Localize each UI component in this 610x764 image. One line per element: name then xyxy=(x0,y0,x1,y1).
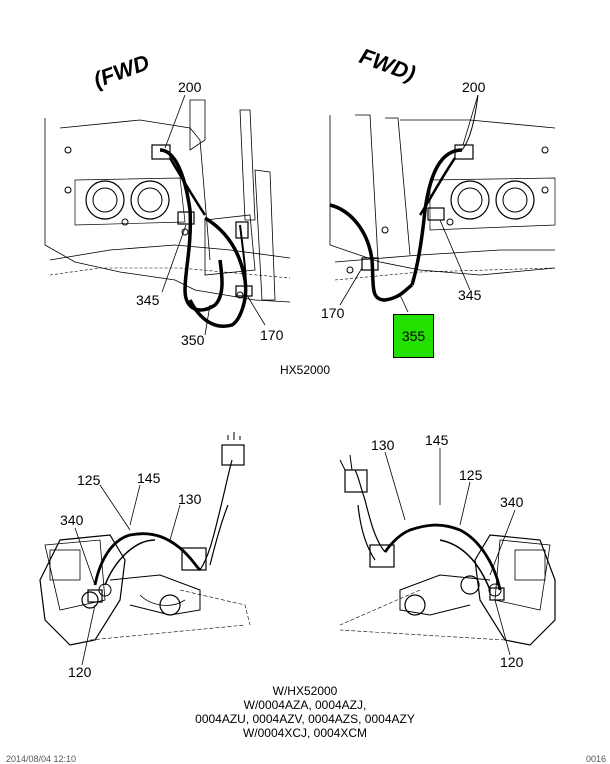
callout-340-left: 340 xyxy=(60,512,84,528)
caption-line: 0004AZU, 0004AZV, 0004AZS, 0004AZY xyxy=(195,712,415,726)
callout-345-left: 345 xyxy=(136,292,160,308)
top-left-view xyxy=(44,94,291,336)
callout-130-left: 130 xyxy=(178,491,202,507)
footer-page: 0016 xyxy=(585,754,606,764)
bottom-right-view xyxy=(339,448,556,656)
caption-line: W/0004AZA, 0004AZJ, xyxy=(243,698,367,712)
callout-200-right: 200 xyxy=(462,79,486,95)
callout-200-left: 200 xyxy=(178,79,202,95)
callout-355-label: 355 xyxy=(401,328,426,344)
callout-145-right: 145 xyxy=(425,432,449,448)
callout-340-right: 340 xyxy=(500,494,524,510)
caption-line: W/HX52000 xyxy=(272,684,338,698)
callout-145-left: 145 xyxy=(137,470,161,486)
fwd-label-right: FWD) xyxy=(356,43,419,86)
callout-125-left: 125 xyxy=(77,472,101,488)
highlighted-callout-355[interactable]: 355 xyxy=(393,314,434,358)
caption-line: W/0004XCJ, 0004XCM xyxy=(242,726,368,740)
footer-date: 2014/08/04 12:10 xyxy=(6,754,77,764)
bottom-left-view xyxy=(39,432,251,666)
callout-350: 350 xyxy=(181,332,205,348)
callout-345-right: 345 xyxy=(458,287,482,303)
applicability-caption: W/HX52000 W/0004AZA, 0004AZJ, 0004AZU, 0… xyxy=(0,684,610,740)
callout-125-right: 125 xyxy=(459,467,483,483)
callout-170-right: 170 xyxy=(321,305,345,321)
callout-120-left: 120 xyxy=(68,664,92,680)
callout-130-right: 130 xyxy=(371,437,395,453)
top-caption: HX52000 xyxy=(279,363,331,377)
top-right-view xyxy=(329,94,556,313)
fwd-label-left: (FWD xyxy=(90,50,153,93)
callout-170-left: 170 xyxy=(260,327,284,343)
callout-120-right: 120 xyxy=(500,654,524,670)
